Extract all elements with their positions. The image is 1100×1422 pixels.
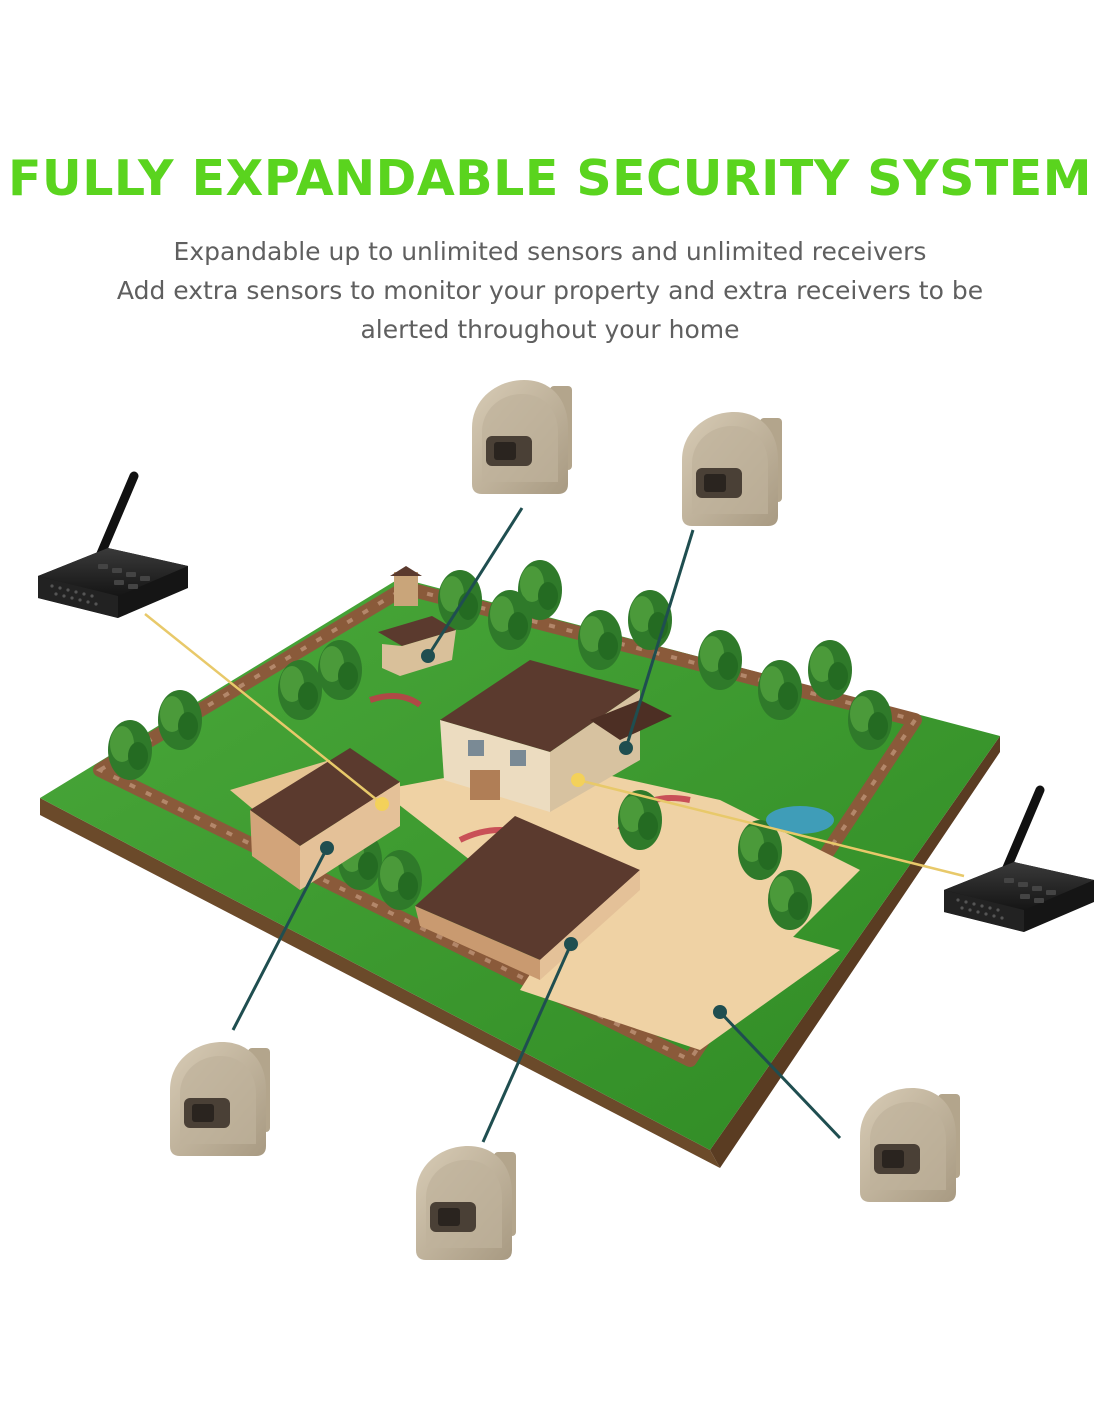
sensor-link-dot [619,741,633,755]
front-garage [415,816,640,980]
description: Expandable up to unlimited sensors and u… [0,232,1100,349]
pond [766,806,834,834]
motion-sensor [860,1088,960,1202]
receiver-unit [38,476,188,618]
motion-sensor [472,380,572,494]
receiver-links [144,613,965,878]
left-building [250,748,400,890]
sensor-link-dot [421,649,435,663]
page-title: FULLY EXPANDABLE SECURITY SYSTEM [7,150,1093,207]
description-line-2: Add extra sensors to monitor your proper… [116,276,984,305]
receiver-link-dot [571,773,585,787]
motion-sensor [682,412,782,526]
description-line-3: alerted throughout your home [360,315,740,344]
sensor-link-dot [320,841,334,855]
motion-sensor [170,1042,270,1156]
sensor-link-dot [564,937,578,951]
sensor-links [231,507,842,1143]
description-line-1: Expandable up to unlimited sensors and u… [173,237,927,266]
motion-sensor [416,1146,516,1260]
receiver-link-dot [375,797,389,811]
sensor-link-dot [713,1005,727,1019]
receiver-unit [944,790,1094,932]
